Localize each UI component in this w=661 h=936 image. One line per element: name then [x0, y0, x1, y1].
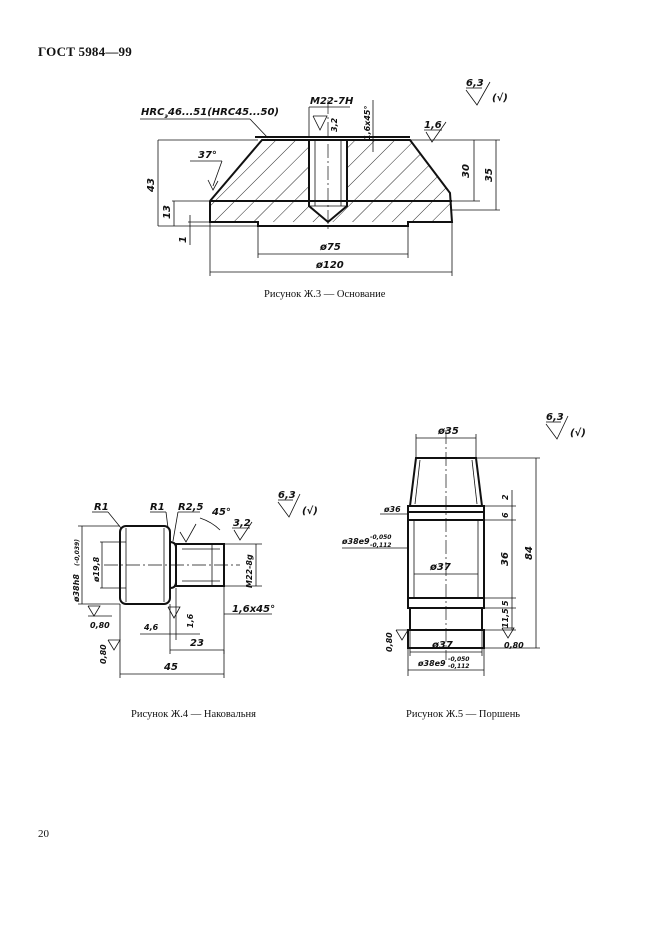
- figure-caption-anvil: Рисунок Ж.4 — Наковальня: [131, 709, 256, 720]
- anvil-roughness-general: 6,3: [278, 490, 296, 501]
- piston-dim-36: 36: [500, 552, 511, 566]
- page-number: 20: [38, 828, 49, 840]
- anvil-dim-d38-tol: (-0,039): [74, 539, 81, 566]
- anvil-r1-left: R1: [94, 502, 109, 513]
- base-roughness-hole: 3,2: [330, 117, 339, 132]
- figure-anvil: R1 R1 R2,5 45° 6,3 (√) 3,2 ø38h8 (-0,039…: [72, 490, 318, 678]
- anvil-roughness-thread: 3,2: [233, 518, 251, 529]
- piston-roughness-general: 6,3: [546, 412, 564, 423]
- anvil-dim-d38: ø38h8: [72, 574, 81, 603]
- base-dim-d75: ø75: [319, 242, 341, 253]
- anvil-dim-23: 23: [190, 638, 204, 649]
- base-roughness-general: 6,3: [466, 78, 484, 89]
- base-outline: [209, 139, 454, 227]
- base-chamfer-label: 1,6x45°: [363, 106, 372, 140]
- anvil-r1-mid: R1: [150, 502, 165, 513]
- base-hardness-range: 46...51(HRC45...50): [167, 107, 279, 118]
- piston-roughness-right: 0,80: [504, 641, 524, 650]
- figure-base: HRCэ46...51(HRC45...50) M22-7H 3,2 1,6x4…: [140, 78, 508, 276]
- piston-tol-upper: -0,050: [370, 534, 391, 541]
- piston-tol-upper-bottom: -0,050: [448, 656, 469, 663]
- piston-dim-2: 2: [501, 494, 510, 500]
- piston-tol-lower-bottom: -0,112: [448, 663, 469, 670]
- base-dim-1: 1: [178, 236, 189, 243]
- base-angle-label: 37°: [198, 150, 217, 161]
- base-roughness-side: 1,6: [424, 120, 442, 131]
- base-dim-d120: ø120: [315, 260, 344, 271]
- base-thread-label: M22-7H: [310, 96, 354, 107]
- anvil-dim-4-6: 4,6: [143, 623, 159, 632]
- piston-dim-d38e9: ø38e9: [341, 537, 370, 546]
- base-dim-35: 35: [484, 168, 495, 182]
- anvil-chamfer: 1,6x45°: [232, 604, 275, 615]
- base-dim-30: 30: [461, 164, 472, 178]
- piston-tol-lower: -0,112: [370, 542, 391, 549]
- anvil-angle: 45°: [211, 507, 231, 518]
- piston-dim-d35: ø35: [437, 426, 459, 437]
- piston-dim-d38e9-bottom: ø38e9: [417, 659, 446, 668]
- piston-dim-5: 5: [501, 600, 510, 606]
- base-dim-43: 43: [146, 178, 157, 193]
- base-roughness-check: (√): [492, 92, 508, 104]
- svg-text:HRCэ46...51(HRC45...50): HRCэ46...51(HRC45...50): [141, 107, 279, 120]
- anvil-roughness-bottom: 0,80: [99, 644, 108, 664]
- figure-caption-base: Рисунок Ж.3 — Основание: [264, 289, 386, 300]
- base-hardness-label: HRC: [141, 107, 165, 118]
- anvil-roughness-left: 0,80: [90, 621, 110, 630]
- figure-piston: 6,3 (√) ø35 ø36 ø38e9 -0,050 -0,112 ø37 …: [341, 412, 586, 676]
- piston-dim-84: 84: [524, 546, 535, 560]
- piston-dim-11-5: 11,5: [501, 608, 510, 628]
- base-hardness-subscript: э: [164, 113, 168, 120]
- piston-dim-d36: ø36: [383, 505, 401, 514]
- figure-caption-piston: Рисунок Ж.5 — Поршень: [406, 709, 521, 720]
- piston-dim-6: 6: [501, 512, 510, 518]
- anvil-r2-5: R2,5: [178, 502, 203, 513]
- piston-roughness-left: 0,80: [385, 632, 394, 652]
- piston-dim-d37-mid: ø37: [429, 562, 451, 573]
- piston-roughness-check: (√): [570, 427, 586, 439]
- anvil-roughness-face: 1,6: [186, 613, 195, 628]
- base-dim-13: 13: [162, 205, 173, 219]
- anvil-dim-45: 45: [163, 662, 178, 673]
- page-header: ГОСТ 5984—99: [38, 44, 132, 59]
- anvil-dim-d19-8: ø19,8: [92, 556, 101, 583]
- piston-dim-d37-low: ø37: [431, 640, 453, 651]
- anvil-roughness-check: (√): [302, 505, 318, 517]
- anvil-thread: M22-8g: [245, 554, 254, 588]
